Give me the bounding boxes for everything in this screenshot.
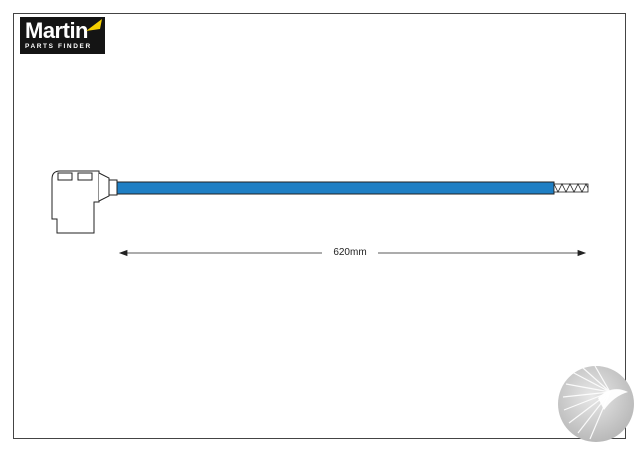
sunburst-logo-icon bbox=[558, 365, 634, 442]
martin-logo: Martin PARTS FINDER bbox=[20, 17, 105, 54]
cable-jacket bbox=[116, 181, 555, 195]
logo-brand-text: Martin bbox=[25, 18, 89, 43]
cable-length-label: 620mm bbox=[322, 247, 378, 259]
stripped-wire-end bbox=[553, 183, 589, 193]
dimension-line bbox=[118, 249, 587, 257]
logo-flag-icon bbox=[86, 19, 102, 31]
logo-tagline: PARTS FINDER bbox=[25, 43, 92, 50]
connector-plug bbox=[51, 170, 118, 234]
drawing-frame bbox=[13, 13, 626, 439]
